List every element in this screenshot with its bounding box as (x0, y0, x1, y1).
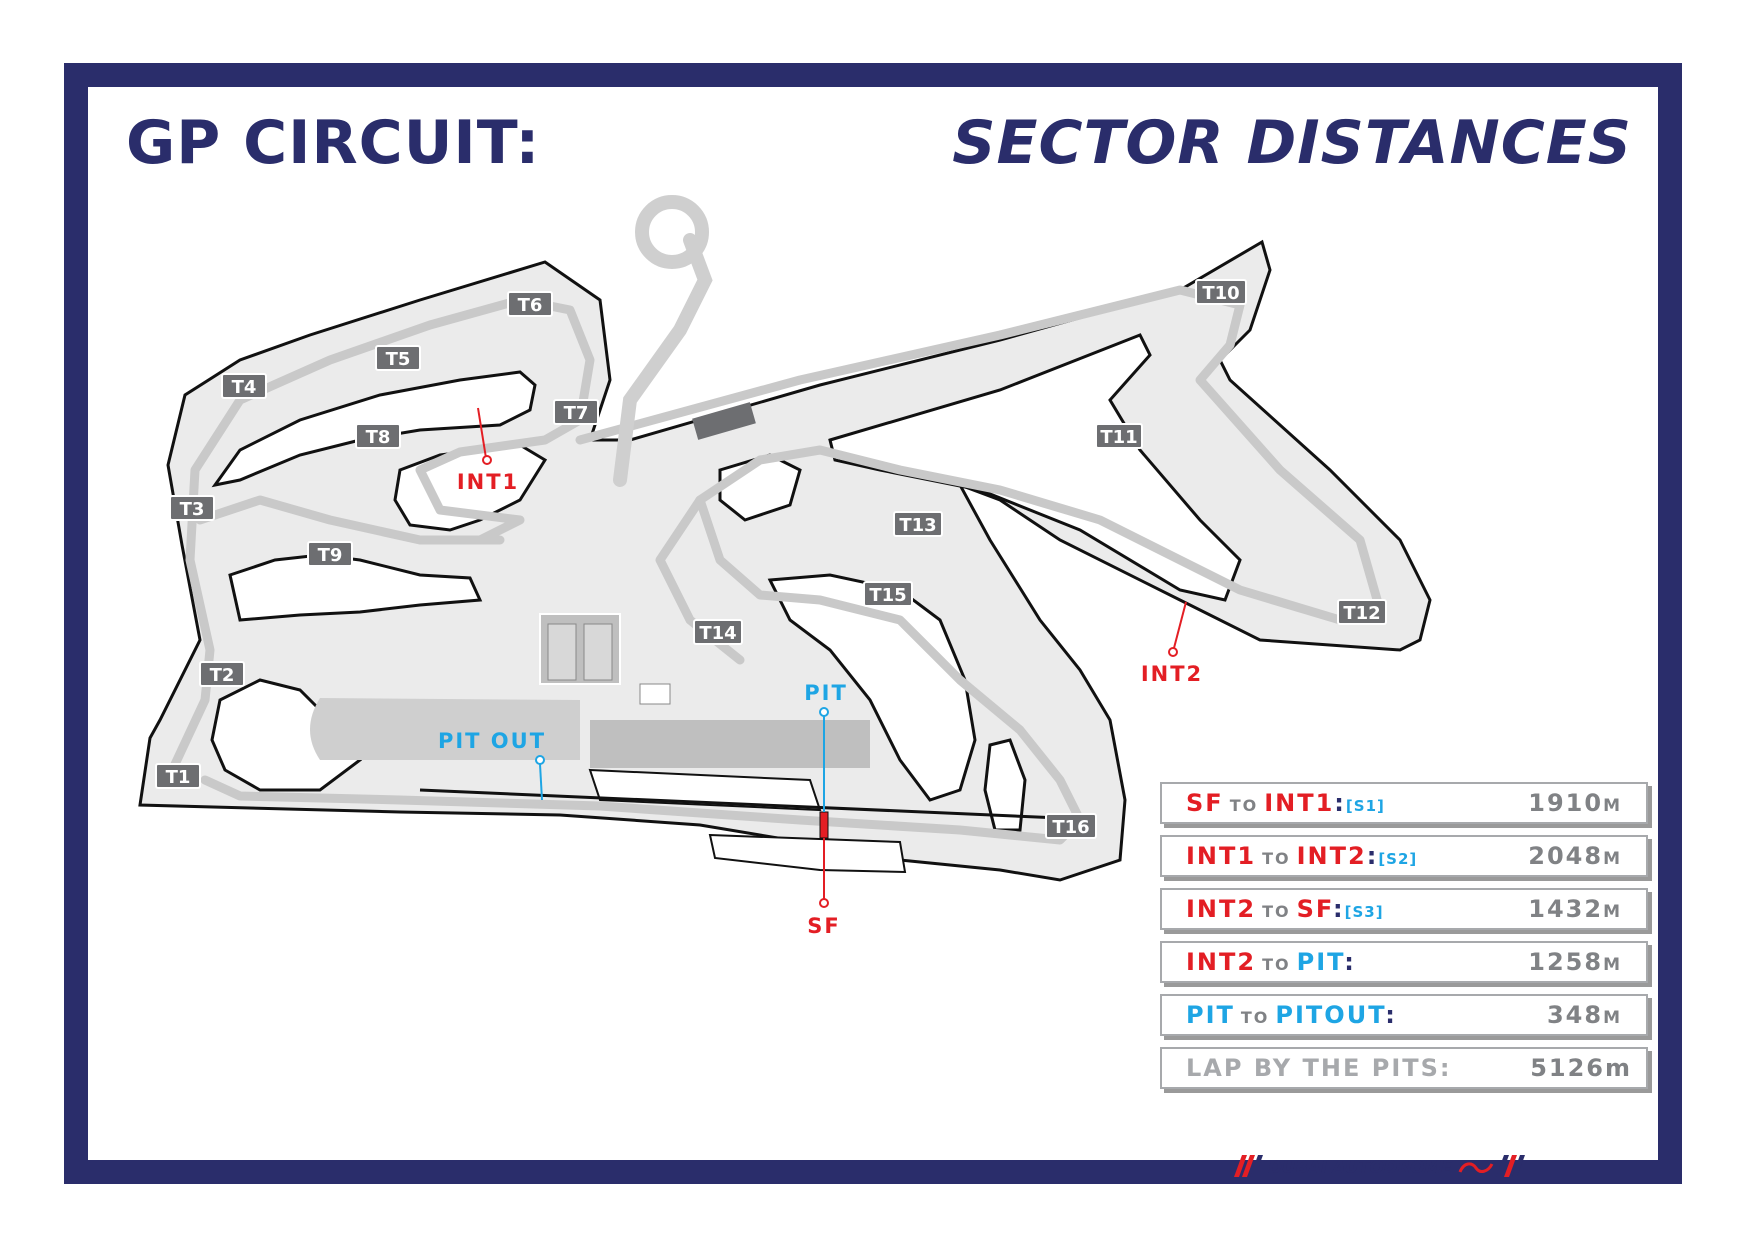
turn-t4: T4 (221, 373, 267, 399)
track-logo-icon (1458, 1162, 1494, 1173)
svg-text:T9: T9 (318, 545, 343, 566)
turn-t10: T10 (1195, 279, 1247, 305)
dubai-autodrome-logo: DUBAI AUTODROME (1233, 1155, 1526, 1180)
svg-text:PIT OUT: PIT OUT (438, 729, 546, 753)
svg-text:SF: SF (807, 914, 840, 938)
svg-text:T15: T15 (869, 585, 906, 606)
page-title: GP CIRCUIT: (126, 108, 541, 178)
svg-text:INT1: INT1 (457, 470, 519, 494)
lap-total-row: LAP BY THE PITS: 5126m (1160, 1047, 1648, 1089)
svg-text:T10: T10 (1202, 283, 1239, 304)
marker-sf: SF (807, 811, 840, 938)
svg-text:T8: T8 (366, 427, 391, 448)
turn-t2: T2 (199, 661, 245, 687)
marker-int2: INT2 (1141, 601, 1203, 686)
page-subtitle: SECTOR DISTANCES (952, 108, 1632, 178)
turn-t13: T13 (893, 511, 943, 537)
svg-text:T16: T16 (1052, 817, 1089, 838)
svg-text:T14: T14 (699, 623, 736, 644)
marker-int1: INT1 (457, 407, 519, 494)
turn-t15: T15 (863, 581, 913, 607)
service-road (613, 195, 756, 487)
turn-t5: T5 (375, 345, 421, 371)
turn-t7: T7 (553, 399, 599, 425)
turn-t1: T1 (155, 763, 201, 789)
turn-t16: T16 (1045, 813, 1097, 839)
turn-t11: T11 (1095, 423, 1143, 449)
svg-text:T6: T6 (518, 295, 543, 316)
turn-t14: T14 (693, 619, 743, 645)
turn-t9: T9 (307, 541, 353, 567)
svg-text:T12: T12 (1343, 603, 1380, 624)
turn-t3: T3 (169, 495, 215, 521)
svg-text:T3: T3 (180, 499, 205, 520)
svg-text:T5: T5 (386, 349, 411, 370)
svg-text:T11: T11 (1100, 427, 1137, 448)
marker-pit-out: PIT OUT (438, 729, 546, 801)
svg-text:INT2: INT2 (1141, 662, 1203, 686)
turn-t6: T6 (507, 291, 553, 317)
svg-text:T7: T7 (564, 403, 589, 424)
turn-t12: T12 (1337, 599, 1387, 625)
marker-pit: PIT (804, 681, 848, 812)
svg-text:T4: T4 (232, 377, 257, 398)
svg-text:PIT: PIT (804, 681, 848, 705)
roundabout-icon (635, 195, 709, 269)
svg-text:T1: T1 (166, 767, 191, 788)
svg-text:T2: T2 (210, 665, 235, 686)
turn-t8: T8 (355, 423, 401, 449)
svg-text:T13: T13 (899, 515, 936, 536)
pit-complex (310, 613, 1061, 874)
